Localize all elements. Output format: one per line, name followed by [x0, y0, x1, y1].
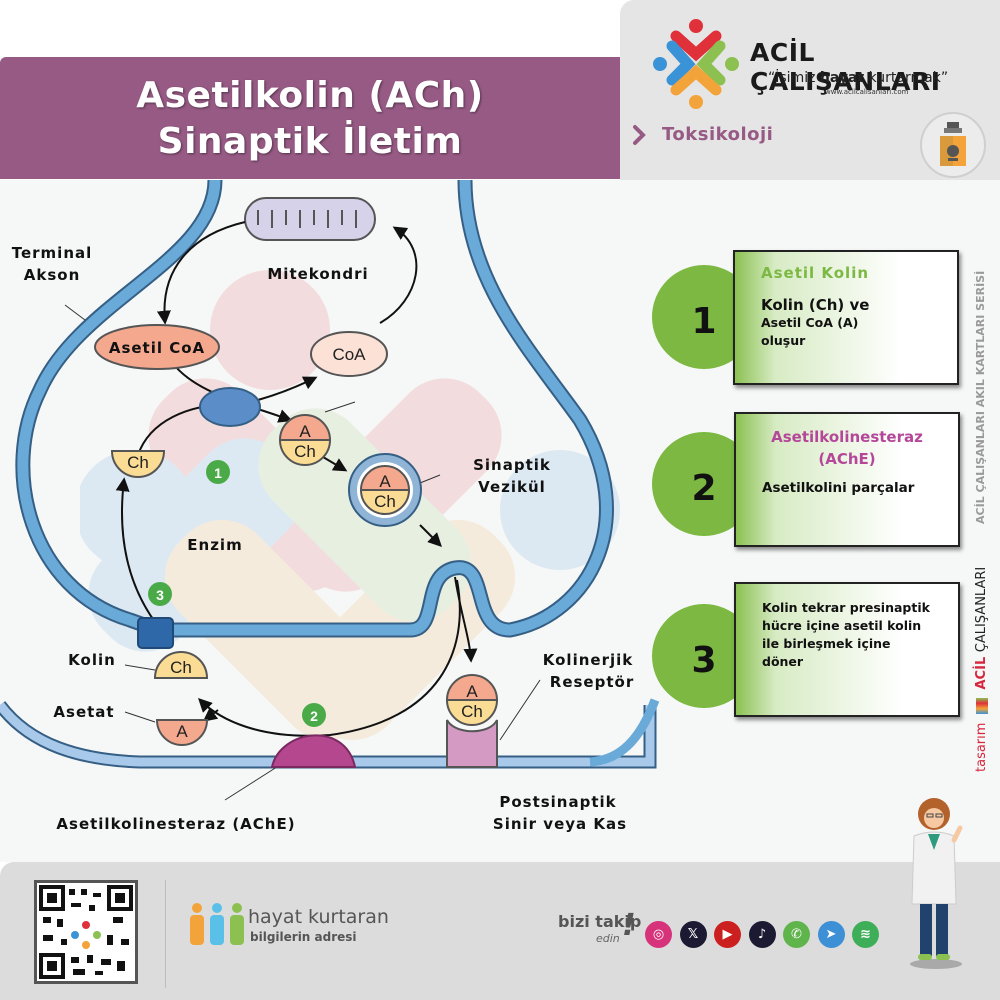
step-3-line3: ile birleşmek içine — [762, 636, 891, 651]
synapse-diagram: Asetil CoA CoA A Ch A Ch Ch Ch A — [0, 180, 660, 833]
step-1-line2: Asetil CoA (A) — [761, 315, 859, 330]
marker-2-text: 2 — [310, 708, 318, 724]
label-kolin: Kolin — [68, 651, 116, 669]
brand-panel: ACİL ÇALIŞANLARI “İşimiz hayat kurtarmak… — [620, 0, 1000, 180]
step-3-line2: hücre içine asetil kolin — [762, 618, 922, 633]
synaptic-vesicle: A Ch — [348, 453, 422, 527]
follow-us-line1: bizi takip — [558, 912, 642, 931]
design-prefix: tasarım — [974, 722, 989, 772]
step-2-box: Asetilkolinesteraz (AChE) Asetilkolini p… — [734, 412, 960, 547]
label-sinaptik: Sinaptik — [473, 456, 551, 474]
ach-molecule: A Ch — [278, 414, 332, 466]
marker-2: 2 — [302, 703, 326, 727]
enzyme-transporter — [199, 387, 261, 427]
doctor-illustration — [910, 798, 963, 969]
ache-enzyme — [270, 734, 357, 768]
label-enzim: Enzim — [187, 536, 242, 554]
marker-1-text: 1 — [214, 465, 222, 481]
mol-a-asetat: A — [176, 722, 188, 741]
mol-a: A — [299, 422, 311, 441]
page-title-line2: Sinaptik İletim — [157, 121, 463, 162]
whatsapp-icon[interactable]: ✆ — [783, 921, 810, 948]
step-2-text: Asetilkolini parçalar — [762, 480, 915, 496]
brand-name: ACİL ÇALIŞANLARI — [750, 38, 941, 96]
x-icon[interactable]: 𝕏 — [679, 921, 707, 948]
choline-transporter — [137, 617, 174, 649]
series-label: ACİL ÇALIŞANLARI AKIL KARTLARI SERİSİ — [974, 270, 987, 524]
follow-us-exclamation: ! — [622, 908, 636, 943]
presynaptic-membrane — [15, 180, 614, 638]
qr-code[interactable] — [34, 880, 138, 984]
step-1-title: Asetil Kolin — [761, 264, 870, 282]
step-3-line1: Kolin tekrar presinaptik — [762, 600, 930, 615]
slogan-post: kurtarmak” — [864, 70, 949, 86]
receptor-mol-a: A — [466, 682, 478, 701]
footer-divider — [165, 880, 166, 988]
telegram-icon[interactable]: ➤ — [817, 921, 845, 948]
footer: hayat kurtaran bilgilerin adresi bizi ta… — [0, 798, 1000, 1000]
title-banner: Asetilkolin (ACh) Sinaptik İletim — [0, 57, 620, 179]
mol-ch: Ch — [294, 442, 316, 461]
design-logo-icon — [975, 698, 988, 715]
label-terminal: Terminal — [12, 244, 93, 262]
spotify-icon[interactable]: ≋ — [852, 921, 879, 948]
youtube-icon[interactable]: ▶ — [714, 921, 741, 948]
tagline-line2: bilgilerin adresi — [250, 930, 357, 944]
choline-molecule-top: Ch — [110, 450, 166, 478]
mitochondria — [244, 197, 376, 241]
label-kolinerjik: Kolinerjik — [543, 651, 633, 669]
receptor-mol-ch: Ch — [461, 702, 483, 721]
vesicle-mol-a: A — [379, 472, 391, 491]
category-label: Toksikoloji — [662, 124, 774, 145]
label-mitekondri: Mitekondri — [267, 265, 368, 283]
label-reseptor: Reseptör — [550, 673, 634, 691]
instagram-icon[interactable]: ◎ — [645, 921, 672, 948]
label-coa: CoA — [332, 345, 366, 364]
step-3-line4: döner — [762, 654, 804, 669]
tiktok-icon[interactable]: ♪ — [748, 921, 776, 948]
brand-slogan: “İşimiz hayat kurtarmak” — [768, 70, 948, 86]
step-2-number: 2 — [691, 468, 717, 509]
vesicle-mol-ch: Ch — [374, 492, 396, 511]
slogan-bold: hayat — [819, 70, 865, 86]
acetate-molecule: A — [155, 719, 209, 746]
step-2-title-line1: Asetilkolinesteraz — [771, 428, 923, 446]
marker-1: 1 — [206, 460, 230, 484]
label-ache: Asetilkolinesteraz (AChE) — [56, 815, 295, 833]
mol-ch-top: Ch — [127, 453, 149, 472]
step-2-title-line2: (AChE) — [818, 450, 876, 468]
design-brand-rest: ÇALIŞANLARI — [974, 566, 989, 653]
step-1-line3: oluşur — [761, 333, 806, 348]
label-asetil-coa: Asetil CoA — [109, 339, 205, 357]
tagline-line1: hayat kurtaran — [248, 906, 389, 928]
marker-3: 3 — [148, 582, 172, 606]
coa-ellipse — [310, 331, 388, 377]
design-brand-bold: ACİL — [974, 656, 989, 690]
step-3-number: 3 — [691, 640, 717, 681]
hayat-kurtaran-logo-icon — [190, 903, 244, 945]
step-1-box: Asetil Kolin Kolin (Ch) ve Asetil CoA (A… — [733, 250, 959, 385]
step-3-box: Kolin tekrar presinaptik hücre içine ase… — [734, 582, 960, 717]
label-sinir-kas: Sinir veya Kas — [493, 815, 627, 833]
label-akson: Akson — [24, 266, 81, 284]
label-vezikul: Vezikül — [478, 478, 546, 496]
poison-bottle-icon — [920, 112, 986, 178]
chevron-right-icon — [633, 125, 646, 145]
follow-us-line2: edin — [596, 932, 620, 945]
brand-url: www.acilcalisanlari.com — [825, 88, 909, 96]
design-credit: tasarım ACİL ÇALIŞANLARI — [974, 567, 989, 772]
slogan-pre: “İşimiz — [768, 70, 820, 86]
mol-ch-kolin: Ch — [170, 658, 192, 677]
label-postsinaptik: Postsinaptik — [499, 793, 616, 811]
acil-calisanlari-logo-icon — [653, 19, 739, 109]
page-title-line1: Asetilkolin (ACh) — [136, 75, 484, 116]
marker-3-text: 3 — [156, 587, 164, 603]
asetil-coa-ellipse — [94, 324, 220, 370]
choline-molecule-kolin: Ch — [153, 651, 209, 679]
cholinergic-receptor: A Ch — [445, 674, 499, 768]
step-1-number: 1 — [691, 301, 717, 342]
label-asetat: Asetat — [53, 703, 114, 721]
step-1-line1: Kolin (Ch) ve — [761, 296, 870, 314]
